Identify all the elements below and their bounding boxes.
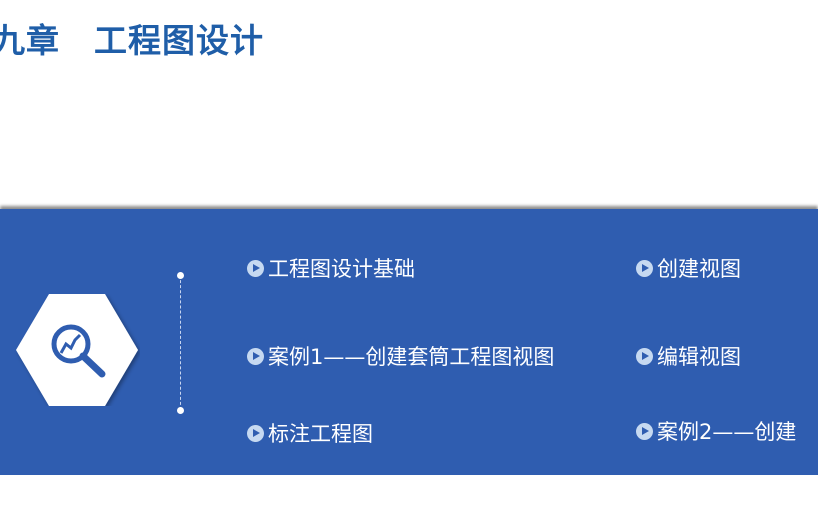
topic-label: 编辑视图	[657, 345, 741, 369]
topic-label: 案例1——创建套筒工程图视图	[268, 345, 555, 369]
play-bullet-icon	[247, 347, 264, 365]
divider-line	[180, 275, 181, 410]
topic-label: 案例2——创建	[657, 420, 797, 444]
play-bullet-icon	[636, 422, 653, 440]
topic-item[interactable]: 案例2——创建	[636, 416, 796, 446]
topic-item[interactable]: 案例1——创建套筒工程图视图	[247, 341, 554, 371]
magnifier-chart-icon	[16, 294, 138, 406]
chapter-name: 工程图设计	[94, 21, 264, 60]
chapter-number: 九章	[0, 21, 60, 60]
topic-label: 创建视图	[657, 257, 741, 281]
divider-dot-bottom	[177, 407, 184, 414]
play-bullet-icon	[247, 259, 264, 277]
topic-item[interactable]: 工程图设计基础	[247, 253, 415, 283]
play-bullet-icon	[636, 259, 653, 277]
topic-item[interactable]: 编辑视图	[636, 341, 741, 371]
topic-item[interactable]: 标注工程图	[247, 418, 373, 448]
topic-label: 标注工程图	[268, 422, 373, 446]
divider-dot-top	[177, 272, 184, 279]
topic-label: 工程图设计基础	[268, 257, 415, 281]
topic-item[interactable]: 创建视图	[636, 253, 741, 283]
play-bullet-icon	[247, 424, 264, 442]
topics-banner: 工程图设计基础 案例1——创建套筒工程图视图 标注工程图 创建视图 编辑视图 案…	[0, 209, 818, 475]
play-bullet-icon	[636, 347, 653, 365]
chapter-title: 九章工程图设计	[0, 14, 264, 62]
